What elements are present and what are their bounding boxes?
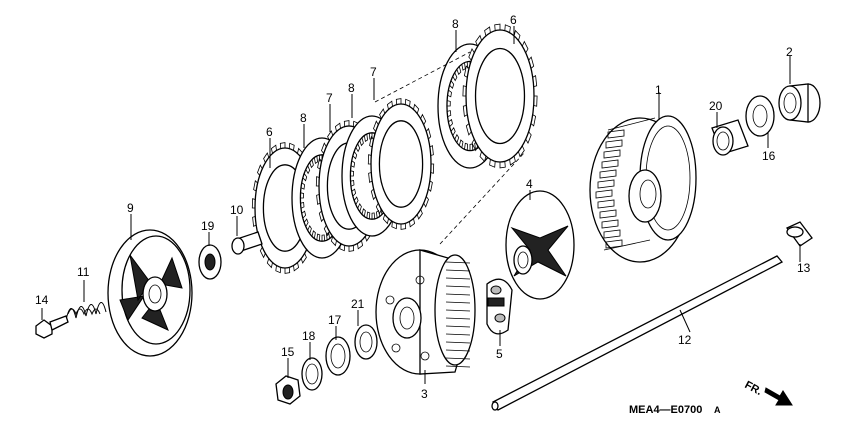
lifter-rod-drawing [231,231,263,255]
callout-20: 20 [709,99,723,113]
collar-drawing [778,83,821,123]
needle-bearing-drawing [711,119,749,156]
callout-8-left: 8 [300,111,307,125]
callout-labels: 1 2 3 4 5 6 6 7 7 8 8 8 9 10 11 12 13 14… [35,13,811,401]
diagram-code: MEA4—E0700 [629,404,702,416]
lifter-drawing [505,190,575,300]
callout-6-left: 6 [266,125,273,139]
callout-11: 11 [77,265,90,279]
callout-7-right: 7 [370,65,377,79]
disc-stack-drawing [251,23,538,274]
callout-12: 12 [678,333,692,347]
front-direction-indicator: FR. [743,379,793,406]
washer-21-drawing [354,324,378,360]
callout-19: 19 [201,219,215,233]
callout-9: 9 [127,201,134,215]
callout-21: 21 [351,297,365,311]
callout-13: 13 [797,261,811,275]
callout-8-right: 8 [452,17,459,31]
diagram-code-suffix: A [714,405,721,415]
leader-lines [41,26,801,384]
callout-14: 14 [35,293,49,307]
bearing-19-drawing [198,244,222,280]
clutch-outer-drawing [589,115,697,263]
callout-18: 18 [302,329,316,343]
callout-8-mid: 8 [348,81,355,95]
callout-3: 3 [421,387,428,401]
sleeve-13-drawing [786,221,813,247]
washer-16-drawing [745,95,775,137]
callout-5: 5 [496,347,503,361]
callout-16: 16 [762,149,776,163]
callout-2: 2 [786,45,793,59]
callout-4: 4 [526,177,533,191]
clutch-center-drawing [375,249,476,375]
callout-10: 10 [230,203,244,217]
front-direction-arrow-icon [764,387,793,406]
front-direction-label: FR. [743,379,764,398]
lock-nut-15-drawing [275,375,301,405]
washer-17-drawing [325,336,351,376]
callout-1: 1 [655,83,662,97]
callout-6-right: 6 [510,13,517,27]
spring-11-drawing [65,302,107,321]
pressure-plate-drawing [107,229,193,357]
callout-7-left: 7 [326,91,333,105]
judder-spring-drawing [486,278,513,335]
washer-18-drawing [301,357,323,391]
callout-17: 17 [328,313,342,327]
bolt-14-drawing [35,315,69,339]
callout-15: 15 [281,345,295,359]
push-rod-drawing [491,255,784,411]
